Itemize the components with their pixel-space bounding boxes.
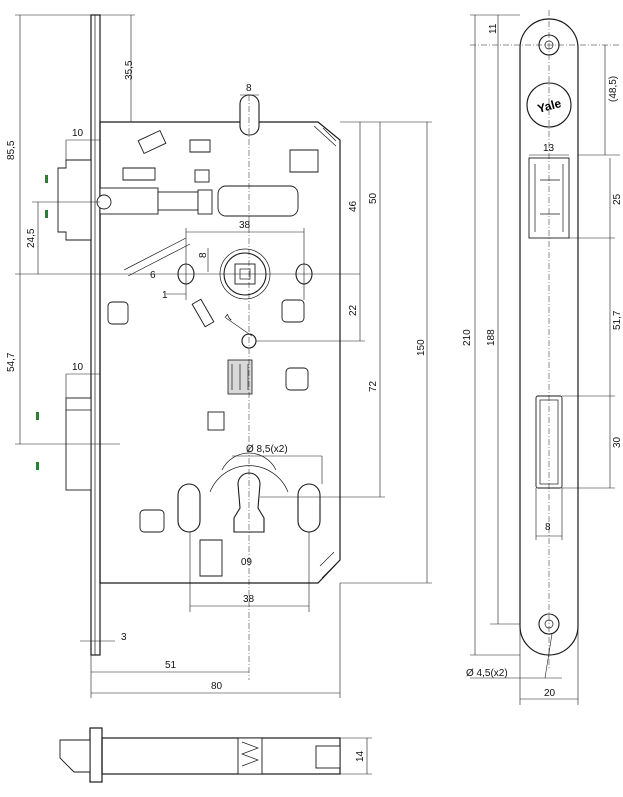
fp-dim-4-5x2: Ø 4,5(x2) bbox=[466, 668, 508, 679]
dim-150: 150 bbox=[416, 339, 427, 356]
fp-dim-20: 20 bbox=[544, 688, 556, 699]
dim-3: 3 bbox=[121, 632, 127, 643]
model-stamp: 60 bbox=[240, 555, 252, 566]
dimension-lines bbox=[15, 14, 432, 698]
fp-dim-8: 8 bbox=[545, 522, 551, 533]
dim-46: 46 bbox=[348, 200, 359, 212]
latch-bolt bbox=[57, 159, 299, 241]
fp-dim-48-5: (48,5) bbox=[608, 76, 619, 102]
dim-14: 14 bbox=[355, 750, 366, 762]
dim-50: 50 bbox=[368, 192, 379, 204]
dim-6: 6 bbox=[150, 270, 156, 281]
dim-8-5x2: Ø 8,5(x2) bbox=[246, 444, 288, 455]
fp-dim-30: 30 bbox=[612, 436, 623, 448]
dim-8-small: 8 bbox=[198, 252, 209, 258]
internal-parts bbox=[107, 129, 319, 577]
dim-80: 80 bbox=[211, 681, 223, 692]
dim-24-5: 24,5 bbox=[26, 228, 37, 248]
dim-10-top: 10 bbox=[72, 128, 84, 139]
fp-dim-25: 25 bbox=[612, 193, 623, 205]
fp-dim-13: 13 bbox=[543, 143, 555, 154]
green-markers bbox=[36, 175, 48, 470]
fp-dim-210: 210 bbox=[462, 329, 473, 346]
face-plate-dimensions bbox=[470, 10, 620, 705]
dim-22: 22 bbox=[348, 304, 359, 316]
yale-logo: Yale bbox=[536, 96, 563, 116]
dim-7: 7 bbox=[223, 312, 235, 323]
lock-front-plate-side bbox=[90, 14, 101, 656]
dim-8-top: 8 bbox=[246, 83, 252, 94]
fp-dim-11: 11 bbox=[488, 23, 499, 34]
fp-dim-51-7: 51,7 bbox=[612, 310, 623, 330]
dim-35-5: 35,5 bbox=[124, 60, 135, 80]
dim-38-top: 38 bbox=[239, 220, 251, 231]
fp-dim-188: 188 bbox=[486, 329, 497, 346]
lock-bottom-view bbox=[59, 727, 372, 783]
dim-72: 72 bbox=[368, 380, 379, 392]
dim-85-5: 85,5 bbox=[6, 140, 17, 160]
dim-38-bottom: 38 bbox=[243, 594, 255, 605]
dim-1: 1 bbox=[162, 290, 168, 301]
dim-54-7: 54,7 bbox=[6, 352, 17, 372]
lock-case-body bbox=[99, 121, 341, 584]
dim-10-mid: 10 bbox=[72, 362, 84, 373]
dim-51: 51 bbox=[165, 660, 177, 671]
